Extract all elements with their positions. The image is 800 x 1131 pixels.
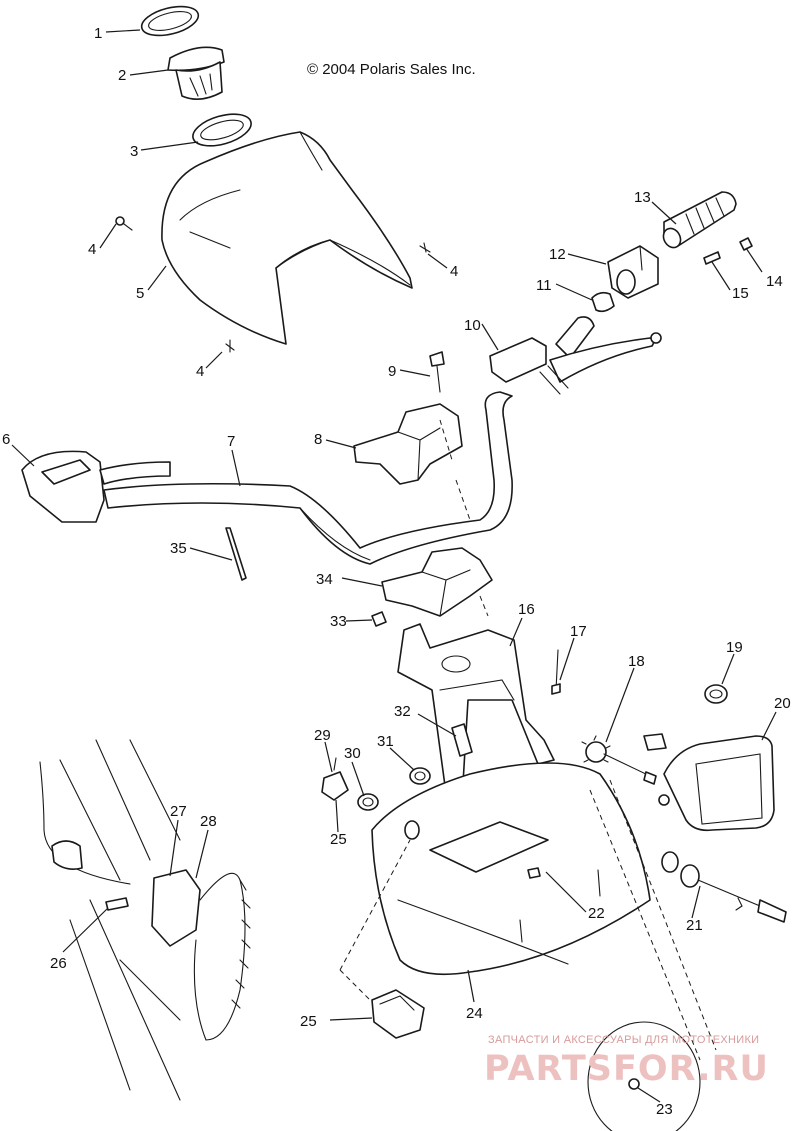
- part-21-switch: [661, 851, 787, 923]
- part-11-grommet: [591, 291, 615, 313]
- part-4-screw-c: [225, 339, 235, 353]
- watermark-site: PARTSFOR.RU: [484, 1049, 769, 1089]
- part-24-lower-cowl: [371, 762, 651, 976]
- callout-26: 26: [50, 955, 67, 972]
- part-14-end-cap: [739, 237, 753, 251]
- part-25-socket: [371, 989, 425, 1039]
- callout-30: 30: [344, 745, 361, 762]
- part-20-headlamp: [643, 733, 775, 832]
- part-4-screw-a: [115, 216, 133, 231]
- part-12-throttle-housing: [607, 245, 659, 299]
- brake-assembly-inset: [39, 739, 251, 1101]
- callout-8: 8: [314, 431, 322, 448]
- watermark: ЗАПЧАСТИ И АКСЕССУАРЫ ДЛЯ МОТОТЕХНИКИ PA…: [484, 1034, 769, 1089]
- callout-17: 17: [570, 623, 587, 640]
- part-3-gasket: [192, 113, 252, 147]
- part-17-screw: [551, 649, 561, 695]
- callout-12: 12: [549, 246, 566, 263]
- leader-lines: [11, 29, 777, 1103]
- callout-27: 27: [170, 803, 187, 820]
- part-31-grommet: [409, 767, 431, 785]
- callout-2: 2: [118, 67, 126, 84]
- callout-11: 11: [536, 277, 552, 294]
- part-30-grommet: [357, 793, 379, 811]
- callout-6: 6: [2, 431, 10, 448]
- callout-28: 28: [200, 813, 217, 830]
- callout-1: 1: [94, 25, 102, 42]
- callout-29: 29: [314, 727, 331, 744]
- callout-4b: 4: [450, 263, 458, 280]
- callout-32: 32: [394, 703, 411, 720]
- callout-10: 10: [464, 317, 481, 334]
- callout-4c: 4: [196, 363, 204, 380]
- callout-4a: 4: [88, 241, 96, 258]
- callout-33: 33: [330, 613, 347, 630]
- part-29-bulb-socket: [321, 757, 349, 801]
- callout-20: 20: [774, 695, 791, 712]
- callout-5: 5: [136, 285, 144, 302]
- part-2-cap: [167, 46, 225, 100]
- copyright-text: © 2004 Polaris Sales Inc.: [307, 61, 476, 78]
- callout-14: 14: [766, 273, 783, 290]
- callout-7: 7: [227, 433, 235, 450]
- part-18-adjuster: [581, 735, 657, 785]
- part-15-screw: [703, 251, 721, 265]
- part-7-handlebar: [103, 391, 513, 565]
- callout-15: 15: [732, 285, 749, 302]
- part-10-brake-master-cylinder: [489, 316, 662, 395]
- part-19-o-ring: [704, 684, 728, 704]
- callout-13: 13: [634, 189, 651, 206]
- part-4-screw-b: [419, 242, 431, 253]
- callout-3: 3: [130, 143, 138, 160]
- part-8-upper-clamp: [353, 403, 463, 485]
- callout-numbers: 1 2 3 4 4 4 5 6 7 8 9 10 11 12 13 14 15 …: [2, 25, 791, 1118]
- callout-21: 21: [686, 917, 703, 934]
- part-32-tag: [451, 723, 473, 757]
- callout-23: 23: [656, 1101, 673, 1118]
- part-34-lower-clamp: [381, 547, 493, 617]
- watermark-tagline: ЗАПЧАСТИ И АКСЕССУАРЫ ДЛЯ МОТОТЕХНИКИ: [488, 1034, 759, 1046]
- callout-24: 24: [466, 1005, 483, 1022]
- part-9-bolt: [429, 351, 445, 393]
- part-6-left-control: [21, 450, 171, 523]
- part-13-grip: [662, 191, 737, 249]
- part-33-nut: [371, 611, 387, 627]
- part-23-detail: [587, 1021, 701, 1131]
- callout-18: 18: [628, 653, 645, 670]
- callout-31: 31: [377, 733, 394, 750]
- callout-25b: 25: [330, 831, 347, 848]
- callout-25a: 25: [300, 1013, 317, 1030]
- callout-16: 16: [518, 601, 535, 618]
- callout-19: 19: [726, 639, 743, 656]
- part-1-ring: [140, 5, 200, 37]
- callout-34: 34: [316, 571, 333, 588]
- callout-22: 22: [588, 905, 605, 922]
- part-35-cable-tie: [225, 527, 247, 581]
- callout-9: 9: [388, 363, 396, 380]
- part-5-pod-cover: [161, 131, 413, 345]
- part-16-bracket: [397, 623, 555, 809]
- callout-35: 35: [170, 540, 187, 557]
